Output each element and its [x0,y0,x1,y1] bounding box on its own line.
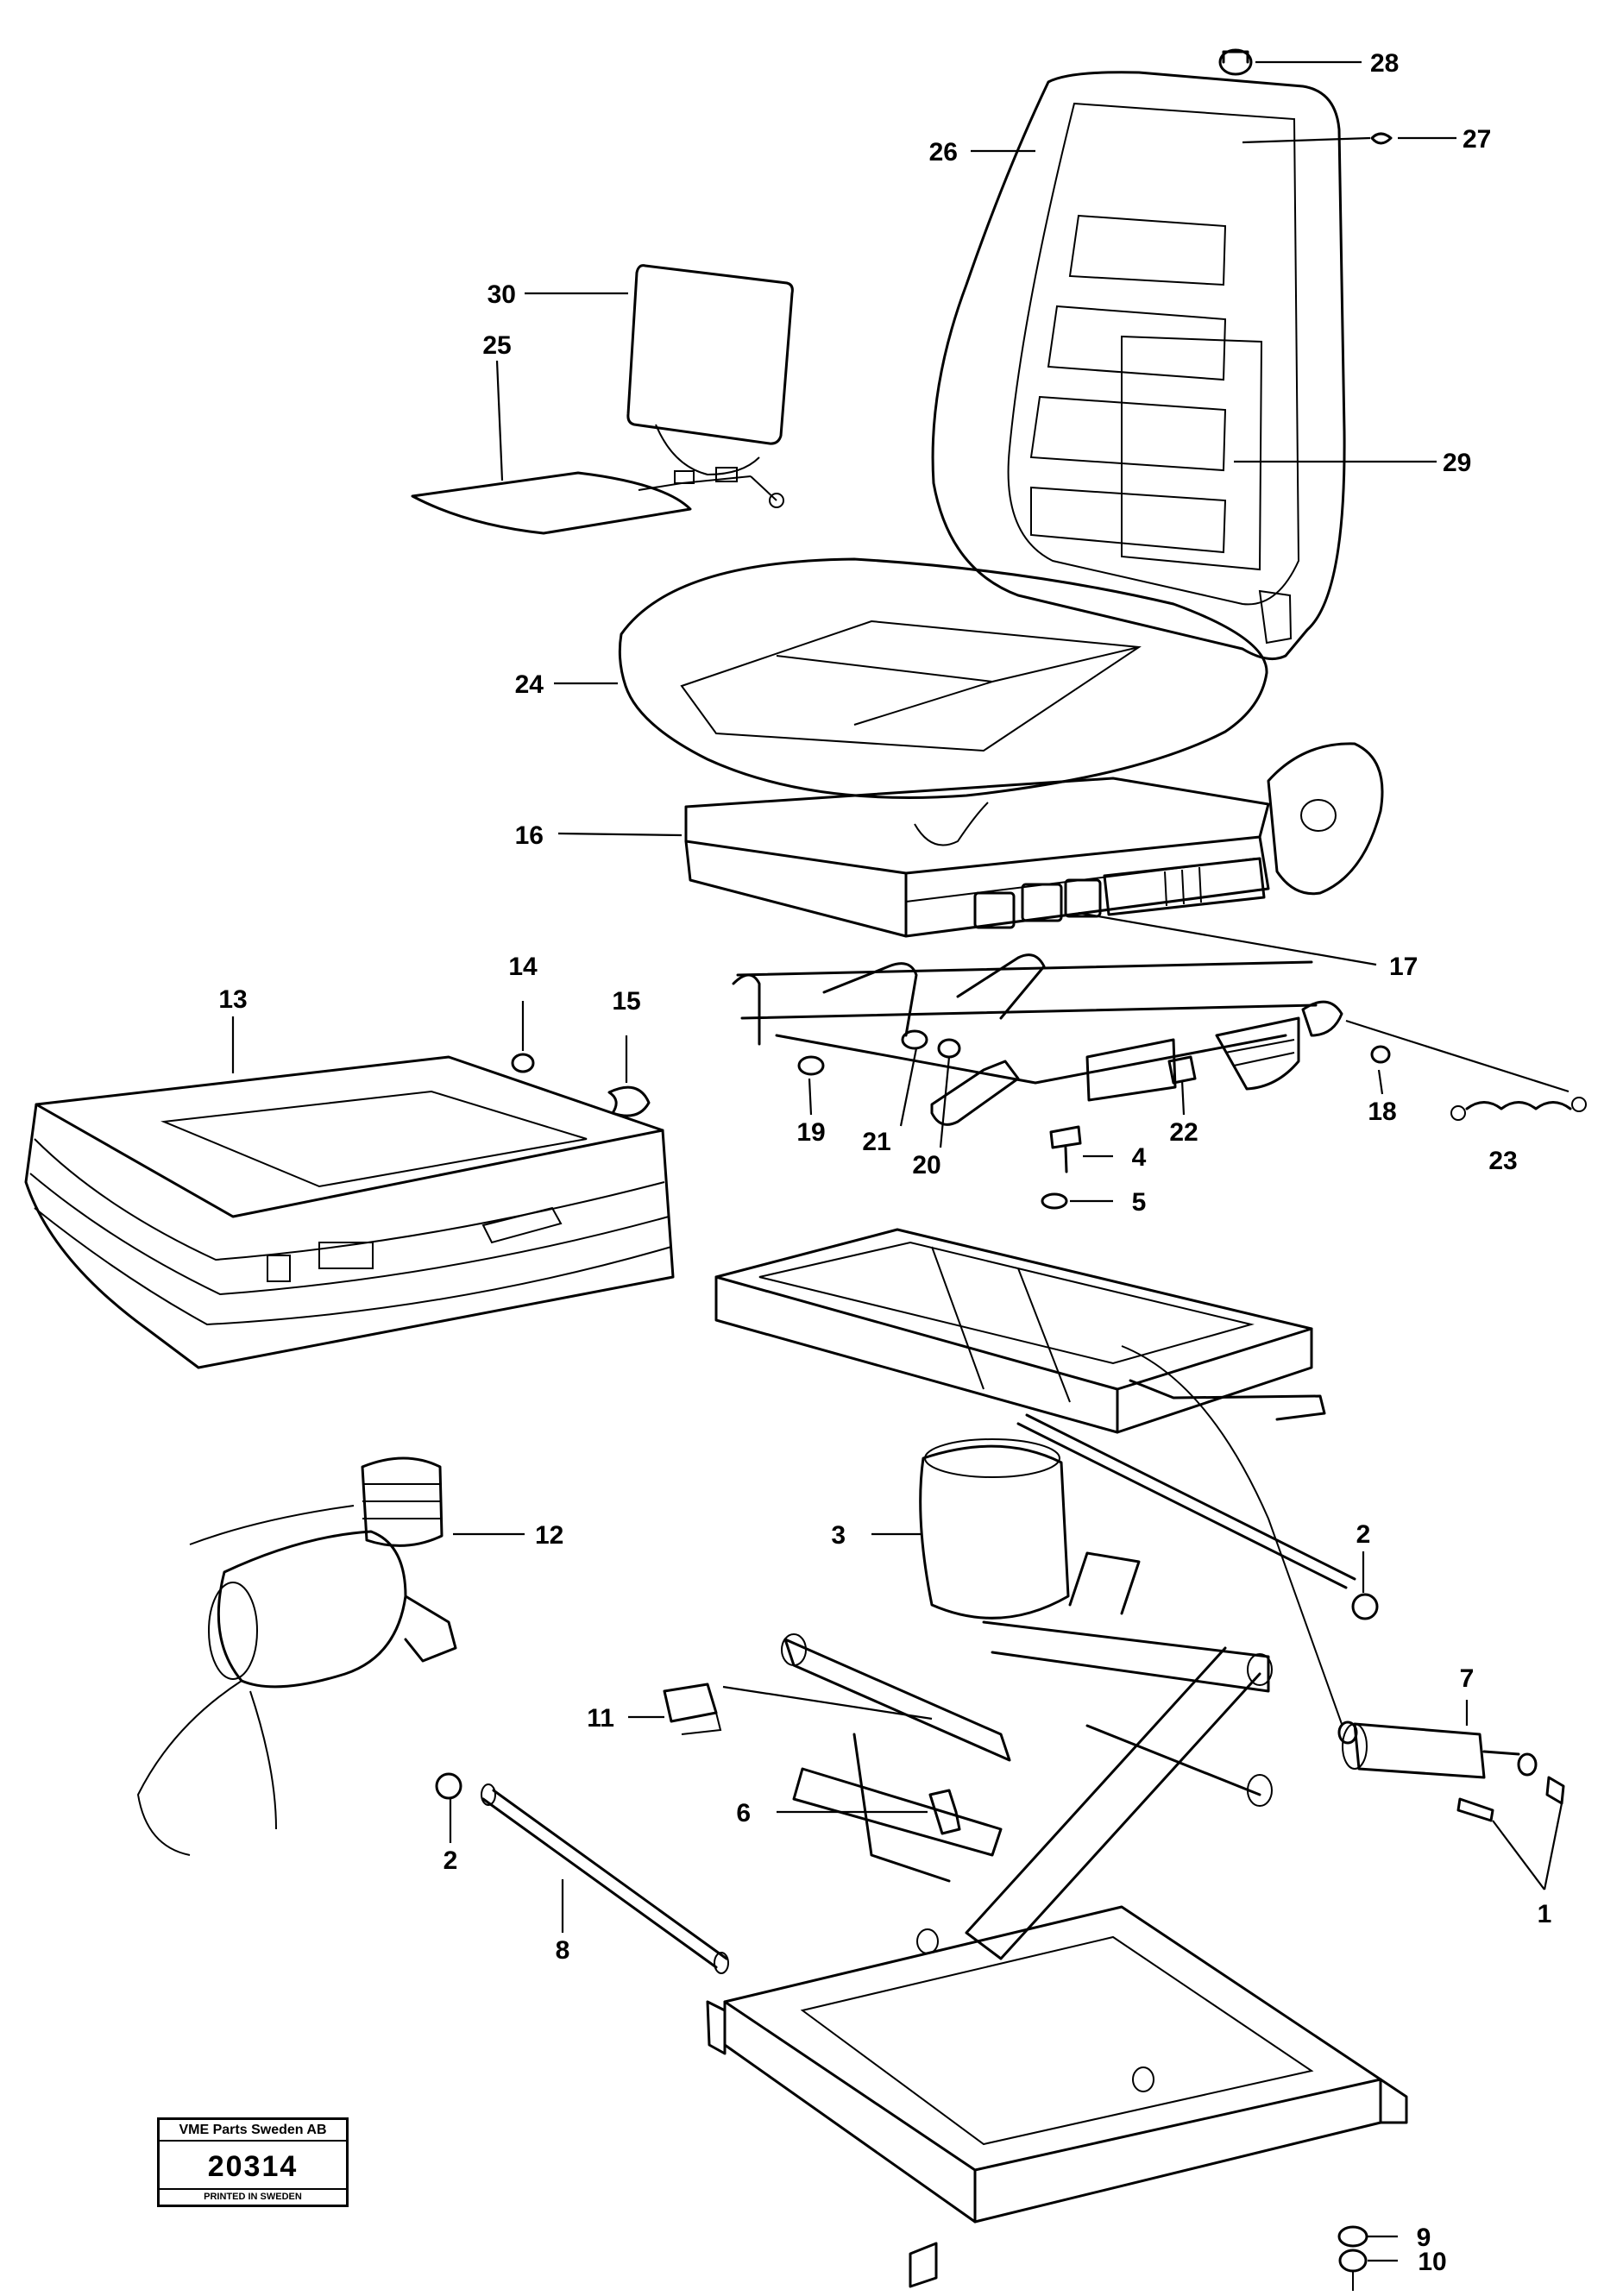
callout-27: 27 [1463,125,1491,154]
callout-9: 9 [1417,2224,1431,2252]
callout-leaders [231,60,1570,2262]
stamp-printed: PRINTED IN SWEDEN [204,2192,302,2202]
upper-shaft [1016,1413,1356,1589]
air-bellow [919,1438,1070,1620]
base-frame [706,1905,1408,2288]
washer-9 [1337,2225,1368,2248]
seat-cushion [618,557,1268,799]
cap-14 [511,1053,535,1073]
callout-14: 14 [508,953,538,981]
callout-5: 5 [1132,1188,1147,1217]
callout-19: 19 [796,1118,825,1147]
clip-15 [607,1085,651,1117]
stamp-company: VME Parts Sweden AB [160,2120,346,2142]
bellows-cover [24,1055,675,1369]
stamp-number: 20314 [160,2142,346,2190]
fitting-6 [928,1789,961,1835]
callout-24: 24 [515,670,544,699]
callout-4: 4 [1132,1143,1147,1172]
small-parts-slide [797,1029,1391,1085]
callout-12: 12 [535,1521,563,1550]
spring [1450,1097,1587,1121]
callout-2-right: 2 [1356,1520,1371,1549]
callout-18: 18 [1368,1098,1396,1126]
catalog-stamp: VME Parts Sweden AB 20314 PRINTED IN SWE… [157,2117,349,2207]
callout-17: 17 [1389,953,1418,981]
callout-29: 29 [1443,449,1471,477]
bolt-4 [1049,1125,1082,1173]
shaft-8 [481,1783,729,1974]
slide-mechanism [732,953,1343,1126]
top-knob [1218,48,1253,76]
valve-11 [663,1683,933,1735]
callout-28: 28 [1370,49,1399,78]
callout-1: 1 [1538,1900,1552,1928]
heating-pad-back [626,264,794,476]
callout-25: 25 [482,331,511,360]
callout-3: 3 [831,1521,846,1550]
callout-15: 15 [612,987,640,1016]
upper-plate [714,1228,1326,1434]
spacer-2-right [1351,1593,1379,1620]
callout-20: 20 [912,1151,940,1179]
seat-frame [684,777,1270,938]
heating-pad-seat [411,467,784,535]
callout-2-left: 2 [443,1846,458,1875]
callout-16: 16 [515,821,544,850]
backrest [931,71,1346,661]
seat-switch-block [973,857,1266,929]
callout-30: 30 [488,280,516,309]
adjust-handle [1267,742,1384,896]
nut-10 [1338,2249,1368,2291]
callout-22: 22 [1169,1118,1198,1147]
callout-26: 26 [929,138,958,167]
callout-11: 11 [587,1704,614,1733]
shock-absorber [1121,1345,1538,1779]
compressor [136,1456,457,1856]
callout-6: 6 [736,1799,751,1827]
pin-clip [1242,132,1393,145]
callout-7: 7 [1460,1664,1475,1693]
washer-5 [1041,1192,1068,1210]
spacer-2-left [435,1772,462,1800]
callout-8: 8 [556,1936,570,1965]
callout-21: 21 [862,1128,890,1156]
callout-10: 10 [1418,2248,1446,2276]
bolts-1 [1456,1776,1565,1822]
callout-13: 13 [218,985,247,1014]
callout-23: 23 [1488,1147,1517,1175]
